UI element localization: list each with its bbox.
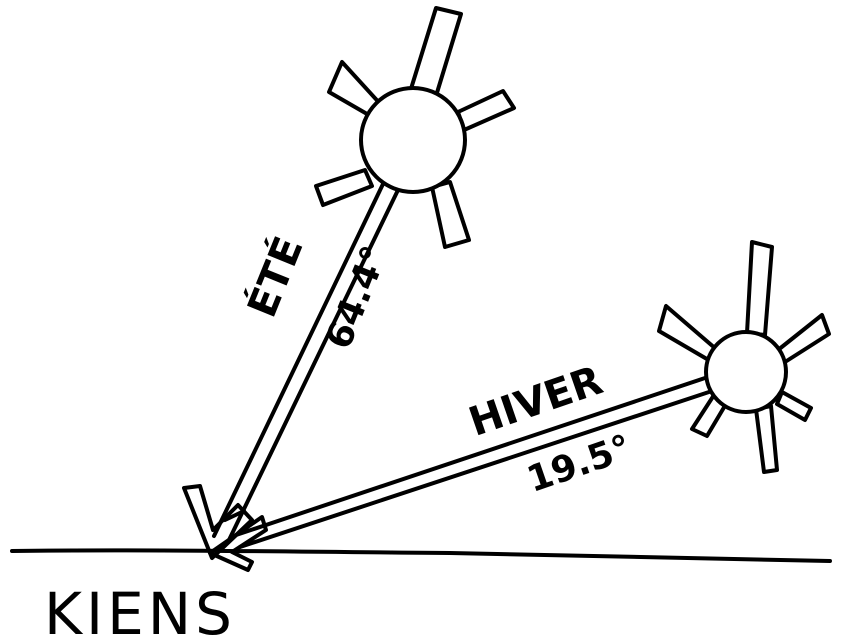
winter-sun-ray bbox=[659, 306, 716, 362]
summer-sun-ray bbox=[410, 8, 461, 96]
winter-sun-ray bbox=[756, 406, 777, 472]
winter-sun-ray bbox=[747, 242, 772, 335]
summer-sun-disc bbox=[361, 88, 465, 192]
location-label: KIENS bbox=[44, 580, 236, 640]
winter-sun-disc bbox=[706, 332, 786, 412]
summer-sun-ray bbox=[458, 91, 514, 130]
ground-line bbox=[12, 550, 830, 561]
winter-angle-label: 19.5° bbox=[522, 427, 636, 501]
summer-sun bbox=[316, 8, 514, 247]
winter-sun-ray bbox=[777, 392, 811, 420]
winter-sun-ray-beam bbox=[210, 378, 709, 570]
summer-sun-ray bbox=[432, 182, 469, 247]
summer-label: ÉTÉ bbox=[237, 230, 312, 324]
summer-sun-ray bbox=[316, 170, 372, 205]
winter-sun bbox=[659, 242, 829, 472]
winter-sun-ray bbox=[778, 315, 829, 362]
